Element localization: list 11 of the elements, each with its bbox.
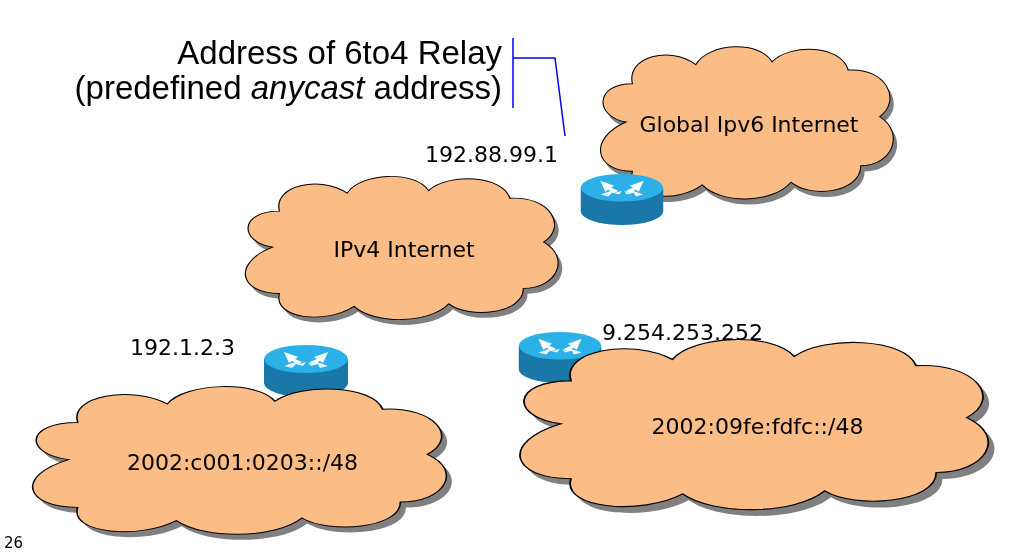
ip-address-label: 9.254.253.252	[602, 320, 763, 345]
cloud-label: 2002:09fe:fdfc::/48	[651, 413, 864, 439]
cloud-label: 2002:c001:0203::/48	[126, 449, 359, 475]
ip-address-label: 192.88.99.1	[425, 142, 558, 167]
leader-line	[512, 37, 566, 137]
cloud-label: IPv4 Internet	[333, 236, 475, 262]
ip-address-label: 192.1.2.3	[130, 335, 235, 360]
page-number: 26	[4, 534, 24, 552]
router-icon	[578, 172, 666, 227]
cloud-label: Global Ipv6 Internet	[639, 111, 859, 137]
callout-text: Address of 6to4 Relay (predefined anycast address)	[20, 36, 502, 108]
